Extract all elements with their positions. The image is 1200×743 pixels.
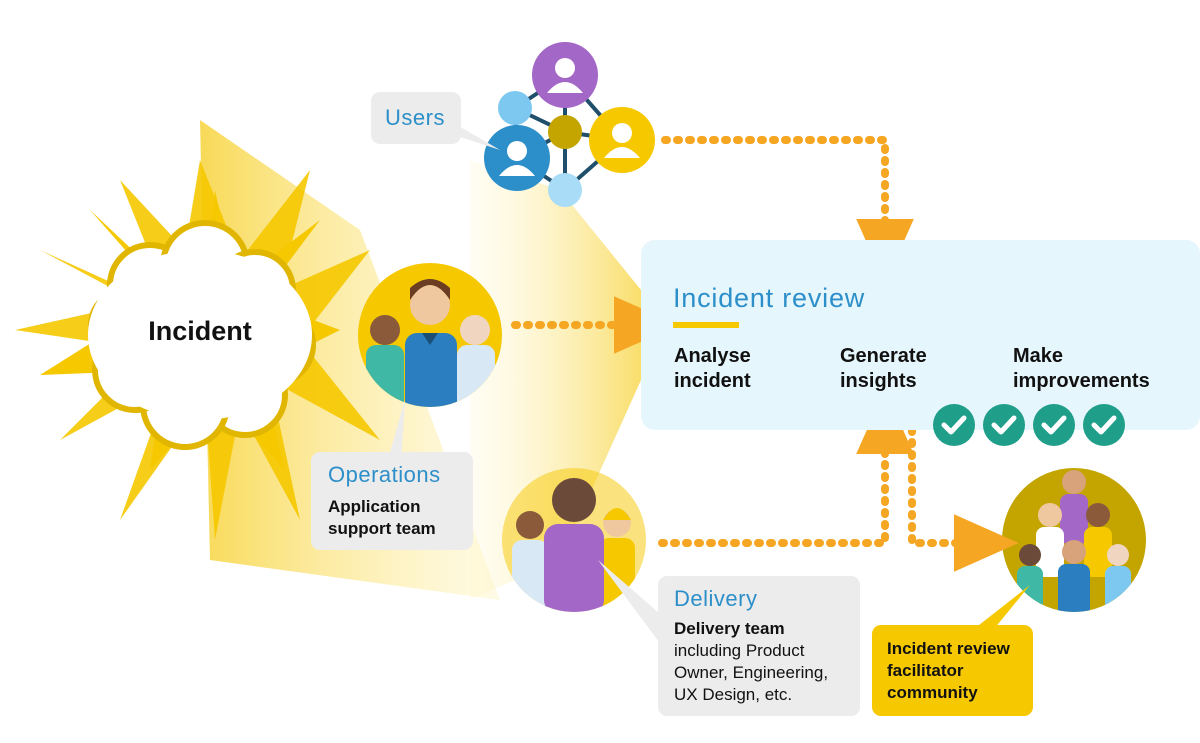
step-analyse-incident: Analyse incident	[674, 345, 751, 392]
users-callout	[371, 92, 461, 144]
users-label: Users	[385, 105, 445, 130]
operations-title: Operations	[328, 462, 441, 487]
step-generate-insights: Generate insights	[840, 345, 927, 392]
incident-review-panel	[641, 240, 1200, 430]
light-beam-right	[470, 160, 641, 600]
arrow-users-to-review	[661, 136, 914, 284]
facilitator-callout	[872, 625, 1033, 716]
arrow-review-to-facilitators	[908, 414, 1019, 572]
operations-team-icon	[358, 263, 502, 407]
facilitator-community-icon	[1002, 468, 1146, 612]
delivery-description: including Product Owner, Engineering, UX…	[674, 641, 829, 704]
incident-review-title: Incident review	[673, 283, 866, 313]
facilitator-label: Incident review facilitator community	[887, 639, 1010, 702]
checkmark-row	[933, 404, 1125, 446]
users-network-icon	[484, 42, 655, 207]
incident-label: Incident	[148, 316, 252, 346]
check-icon	[983, 404, 1025, 446]
check-icon	[1033, 404, 1075, 446]
check-icon	[933, 404, 975, 446]
operations-subtitle: Application support team	[328, 497, 436, 538]
operations-callout: Operations Application support team	[311, 452, 473, 550]
check-icon	[1083, 404, 1125, 446]
delivery-callout: Delivery Delivery team including Product…	[658, 576, 860, 716]
delivery-title: Delivery	[674, 586, 758, 611]
incident-burst-icon	[15, 160, 380, 540]
incident-review-underline	[673, 322, 739, 328]
delivery-team-label: Delivery team	[674, 619, 785, 638]
step-make-improvements: Make improvements	[1013, 345, 1150, 392]
arrow-delivery-to-review	[658, 389, 914, 547]
